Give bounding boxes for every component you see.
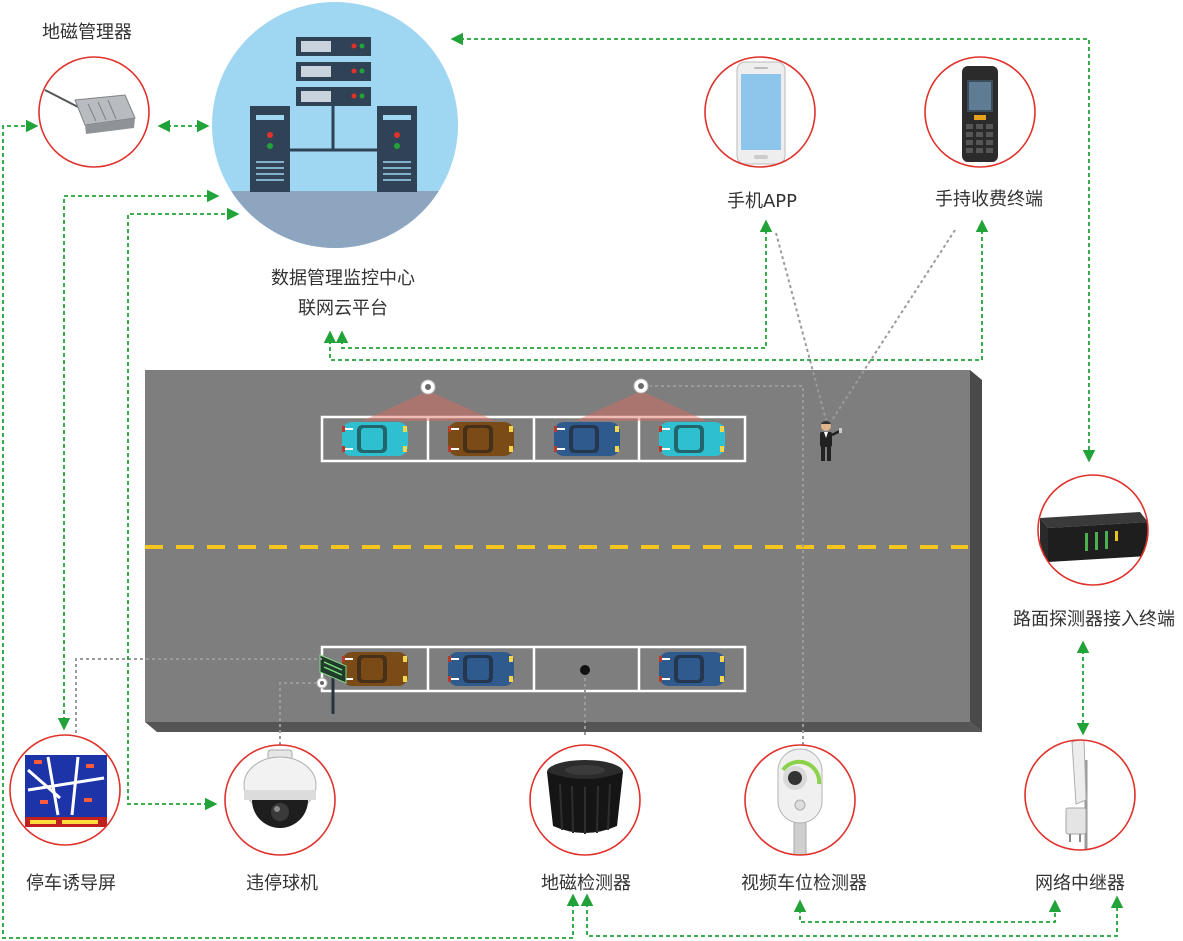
geomag-manager-node[interactable] <box>38 56 150 168</box>
geomag-detector-node[interactable] <box>529 744 641 856</box>
parked-car-icon <box>342 422 408 456</box>
mini-camera-icon <box>633 378 649 394</box>
data-links <box>2 32 1124 939</box>
video-detector-node[interactable] <box>744 744 856 860</box>
parked-car-icon <box>342 652 408 686</box>
rack-device-icon <box>1040 512 1148 562</box>
guidance-screen-node[interactable] <box>9 734 121 846</box>
network-repeater-node[interactable] <box>1024 738 1136 851</box>
puck-sensor-icon <box>547 760 623 834</box>
mobile-app-node[interactable] <box>704 56 816 168</box>
geomag-detector-label: 地磁检测器 <box>541 873 631 894</box>
video-detector-label: 视频车位检测器 <box>741 873 867 894</box>
geomag-sensor-dot <box>580 665 590 675</box>
guidance-map-icon <box>25 755 107 827</box>
road-access-terminal-label: 路面探测器接入终端 <box>1013 609 1175 630</box>
parked-car-icon <box>659 422 725 456</box>
geomag-manager-label: 地磁管理器 <box>42 22 132 43</box>
mobile-app-label: 手机APP <box>726 191 798 212</box>
network-repeater-label: 网络中继器 <box>1035 873 1125 894</box>
antenna-repeater-icon <box>1065 740 1088 850</box>
smartphone-icon <box>736 61 786 165</box>
violation-camera-label: 违停球机 <box>246 873 318 894</box>
handheld-terminal-node[interactable] <box>924 56 1036 168</box>
mini-camera-icon <box>420 379 436 395</box>
parked-car-icon <box>448 422 514 456</box>
parked-car-icon <box>554 422 620 456</box>
handheld-terminal-label: 手持收费终端 <box>935 189 1043 210</box>
data-center-title: 数据管理监控中心 <box>271 268 415 289</box>
server-rack-icon <box>250 37 417 192</box>
parked-car-icon <box>659 652 725 686</box>
handheld-pos-icon <box>962 66 998 162</box>
road-area <box>145 370 982 732</box>
road-access-terminal-node[interactable] <box>1037 474 1149 586</box>
violation-camera-node[interactable] <box>224 744 336 856</box>
data-center-subtitle: 联网云平台 <box>298 298 388 319</box>
gateway-box-icon <box>44 89 136 134</box>
guidance-screen-label: 停车诱导屏 <box>26 873 116 894</box>
data-center-circle[interactable] <box>200 0 470 261</box>
dome-camera-icon <box>243 749 317 828</box>
pole-camera-icon <box>777 748 823 855</box>
parked-car-icon <box>448 652 514 686</box>
mini-camera-icon <box>316 677 328 689</box>
data-center-label: 数据管理监控中心 联网云平台 <box>271 264 415 324</box>
